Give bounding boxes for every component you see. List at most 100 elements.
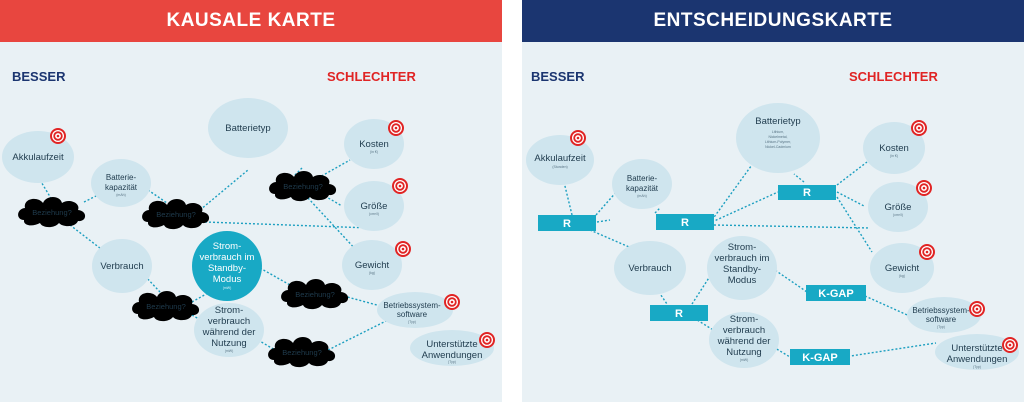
relation-cloud: Beziehung?	[18, 197, 86, 228]
target-icon	[968, 300, 986, 318]
svg-text:Betriebssystem-: Betriebssystem-	[383, 301, 441, 310]
svg-text:K-GAP: K-GAP	[802, 352, 837, 364]
svg-text:Akkulaufzeit: Akkulaufzeit	[534, 153, 586, 164]
svg-text:Batterietyp: Batterietyp	[225, 123, 270, 134]
svg-text:Beziehung?: Beziehung?	[295, 290, 335, 299]
svg-text:Standby-: Standby-	[208, 263, 246, 274]
node-standby-verbrauch: Strom- verbrauch im Standby- Modus (mW)	[192, 231, 262, 301]
causal-map-diagram: BESSER SCHLECHTER Akkulaufzeit Batterie-…	[2, 69, 496, 368]
node-kosten: Kosten (in €)	[863, 119, 928, 174]
worse-label: SCHLECHTER	[849, 69, 938, 84]
node-batterietyp: Batterietyp	[208, 98, 288, 158]
node-groesse: Größe (cm³/l)	[868, 179, 933, 232]
svg-text:R: R	[675, 308, 683, 320]
decision-map-banner: ENTSCHEIDUNGSKARTE	[522, 0, 1024, 42]
svg-text:Beziehung?: Beziehung?	[156, 210, 196, 219]
svg-text:Strom-: Strom-	[728, 242, 757, 253]
worse-label: SCHLECHTER	[327, 69, 416, 84]
svg-text:Lithium-Polymer,: Lithium-Polymer,	[765, 140, 791, 144]
target-icon	[569, 129, 587, 147]
svg-text:verbrauch im: verbrauch im	[715, 253, 770, 264]
svg-text:(kg): (kg)	[899, 274, 905, 278]
node-betriebssystem: Betriebssystem- software (Typ)	[907, 297, 986, 333]
svg-text:Größe: Größe	[885, 202, 912, 213]
target-icon	[478, 331, 496, 349]
svg-text:(kg): (kg)	[369, 271, 375, 275]
svg-text:Größe: Größe	[361, 201, 388, 212]
svg-text:(in €): (in €)	[370, 150, 378, 154]
svg-text:Batterie-: Batterie-	[627, 174, 658, 183]
target-icon	[915, 179, 933, 197]
svg-text:Akkulaufzeit: Akkulaufzeit	[12, 152, 64, 163]
svg-text:Betriebssystem-: Betriebssystem-	[912, 306, 970, 315]
svg-text:(Typ): (Typ)	[408, 320, 416, 324]
svg-text:(Typ): (Typ)	[448, 360, 456, 364]
svg-text:Unterstützte: Unterstützte	[426, 339, 477, 350]
svg-text:Batterietyp: Batterietyp	[755, 116, 800, 127]
node-batteriekapazitaet: Batterie- kapazität (mAh)	[91, 159, 151, 207]
svg-text:Strom-: Strom-	[215, 305, 244, 316]
svg-text:Modus: Modus	[213, 274, 242, 285]
node-verbrauch: Verbrauch	[92, 239, 152, 293]
node-groesse: Größe (cm³/l)	[344, 177, 409, 231]
svg-text:Beziehung?: Beziehung?	[146, 302, 186, 311]
node-kosten: Kosten (in €)	[344, 119, 405, 169]
target-icon	[910, 119, 928, 137]
svg-text:Gewicht: Gewicht	[885, 263, 920, 274]
decision-map-diagram: BESSER SCHLECHTER Akkulaufzeit (Stunden)…	[526, 69, 1019, 370]
node-batteriekapazitaet: Batterie- kapazität (mAh)	[612, 159, 672, 209]
svg-text:Beziehung?: Beziehung?	[282, 348, 322, 357]
svg-text:kapazität: kapazität	[105, 183, 138, 192]
node-nutzungsverbrauch: Strom- verbrauch während der Nutzung (mW…	[194, 303, 264, 357]
svg-text:(Stunden): (Stunden)	[552, 165, 567, 169]
svg-text:Beziehung?: Beziehung?	[32, 208, 72, 217]
node-batterietyp: Batterietyp Lithium, Nickelmetal, Lithiu…	[736, 103, 820, 173]
node-akkulaufzeit: Akkulaufzeit	[2, 127, 74, 183]
target-icon	[443, 293, 461, 311]
relation-cloud: Beziehung?	[269, 171, 337, 202]
svg-text:kapazität: kapazität	[626, 184, 659, 193]
svg-text:(cm³/l): (cm³/l)	[369, 212, 379, 216]
node-betriebssystem: Betriebssystem- software (Typ)	[377, 292, 461, 328]
relation-cloud: Beziehung?	[142, 199, 210, 230]
target-icon	[391, 177, 409, 195]
better-label: BESSER	[531, 69, 585, 84]
svg-text:verbrauch: verbrauch	[723, 325, 765, 336]
node-gewicht: Gewicht (kg)	[870, 243, 936, 293]
node-anwendungen: Unterstützte Anwendungen (Typ)	[410, 330, 496, 366]
svg-text:(cm³/l): (cm³/l)	[893, 213, 903, 217]
svg-text:Nickel-Cadmium: Nickel-Cadmium	[765, 145, 791, 149]
svg-text:(mAh): (mAh)	[637, 194, 647, 198]
svg-text:R: R	[681, 217, 689, 229]
node-anwendungen: Unterstützte Anwendungen (Typ)	[935, 334, 1019, 370]
svg-text:R: R	[563, 218, 571, 230]
target-icon	[49, 127, 67, 145]
svg-text:(mW): (mW)	[223, 286, 232, 290]
target-icon	[394, 240, 412, 258]
svg-text:Kosten: Kosten	[359, 139, 389, 150]
relation-box-r: R	[778, 185, 836, 200]
decision-map-panel: ENTSCHEIDUNGSKARTE BESSER SCHLECHTER	[522, 0, 1024, 402]
kgap-box: K-GAP	[806, 285, 866, 301]
causal-map-panel: KAUSALE KARTE BESSER SCHLECHTER	[0, 0, 502, 402]
node-akkulaufzeit: Akkulaufzeit (Stunden)	[526, 129, 594, 185]
svg-text:K-GAP: K-GAP	[818, 288, 853, 300]
svg-text:Gewicht: Gewicht	[355, 260, 390, 271]
node-nutzungsverbrauch: Strom- verbrauch während der Nutzung (mW…	[709, 312, 779, 368]
svg-text:software: software	[926, 315, 957, 324]
kgap-box: K-GAP	[790, 349, 850, 365]
target-icon	[918, 243, 936, 261]
svg-text:Nickelmetal,: Nickelmetal,	[768, 135, 787, 139]
svg-text:Strom-: Strom-	[213, 241, 242, 252]
svg-text:Anwendungen: Anwendungen	[422, 350, 483, 361]
causal-map-banner: KAUSALE KARTE	[0, 0, 502, 42]
svg-text:Nutzung: Nutzung	[726, 347, 761, 358]
svg-text:(Typ): (Typ)	[973, 365, 981, 369]
svg-text:Batterie-: Batterie-	[106, 173, 137, 182]
svg-text:R: R	[803, 187, 811, 199]
svg-text:während der: während der	[717, 336, 771, 347]
svg-text:Kosten: Kosten	[879, 143, 909, 154]
svg-text:(mW): (mW)	[740, 358, 749, 362]
target-icon	[1001, 336, 1019, 354]
target-icon	[387, 119, 405, 137]
